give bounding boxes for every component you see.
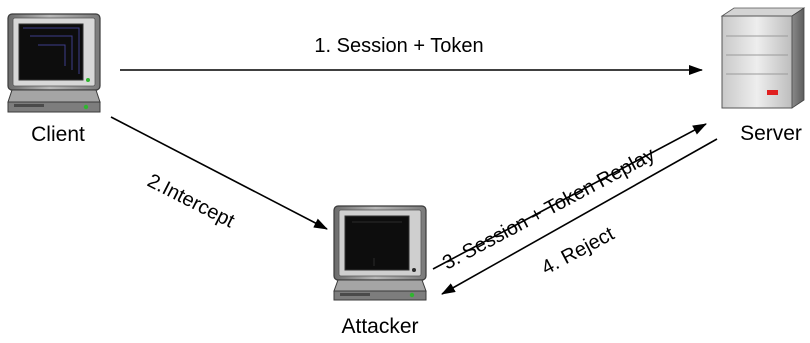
server-node: Server bbox=[720, 7, 806, 145]
client-label: Client bbox=[31, 123, 85, 146]
edge-step-2: 2.Intercept bbox=[110, 116, 328, 233]
desktop-computer-icon bbox=[333, 205, 427, 301]
edge-label-step-4: 4. Reject bbox=[538, 223, 618, 280]
edge-step-1: 1. Session + Token bbox=[120, 35, 703, 75]
server-label: Server bbox=[740, 122, 802, 145]
attacker-node: Attacker bbox=[333, 205, 427, 338]
arrow-line bbox=[110, 116, 328, 230]
edge-label-step-2: 2.Intercept bbox=[144, 170, 239, 233]
arrow-line bbox=[441, 138, 718, 295]
arrow-line bbox=[432, 123, 707, 270]
server-tower-icon bbox=[720, 7, 806, 109]
edge-step-4: 4. Reject bbox=[441, 138, 718, 295]
client-node: Client bbox=[7, 13, 101, 146]
edge-label-step-1: 1. Session + Token bbox=[314, 35, 483, 57]
desktop-computer-icon bbox=[7, 13, 101, 113]
attacker-label: Attacker bbox=[341, 315, 418, 338]
